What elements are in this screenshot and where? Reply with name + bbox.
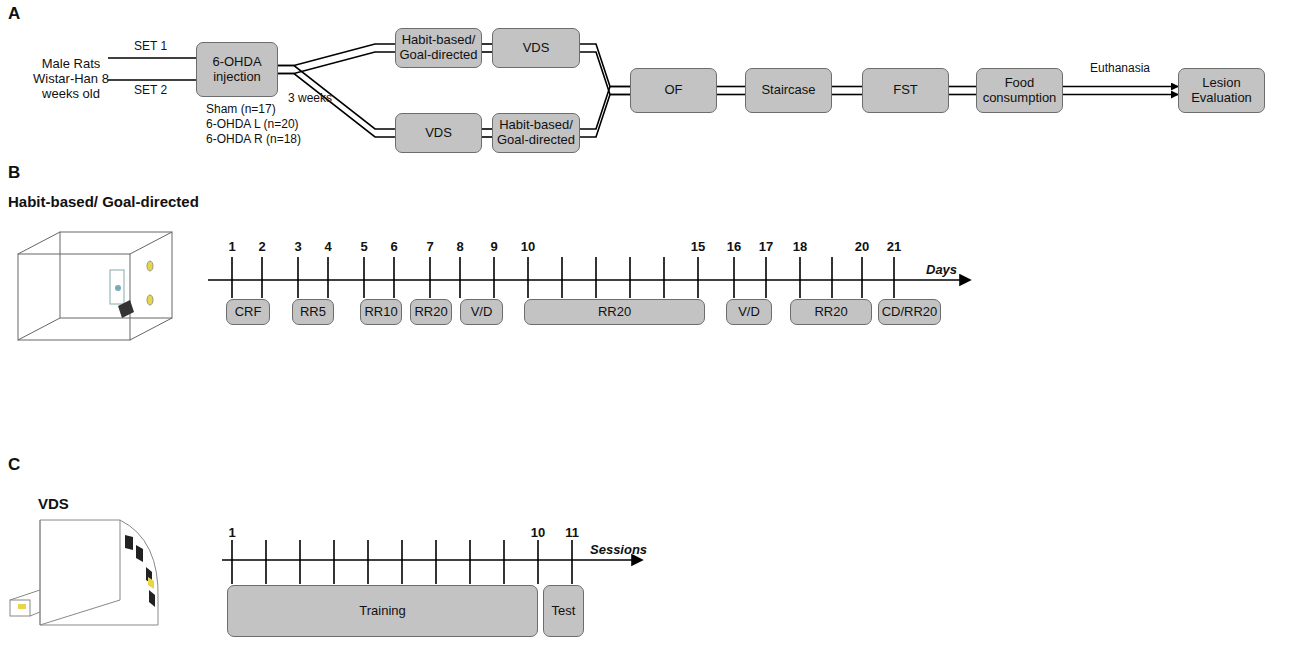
process-box: OF [630, 68, 717, 113]
tick-number: 7 [426, 240, 433, 255]
process-box: CD/RR20 [878, 299, 941, 325]
double-connector [832, 87, 862, 95]
box-text: FST [893, 83, 918, 98]
box-text: RR5 [300, 305, 326, 320]
process-box: Staircase [745, 68, 832, 113]
process-box: 6-OHDA injection [196, 42, 278, 97]
process-box: Training [227, 585, 538, 637]
box-text: RR20 [414, 305, 447, 320]
box-text: RR10 [364, 305, 397, 320]
process-box: RR20 [524, 299, 705, 325]
process-box: V/D [726, 299, 772, 325]
double-connector [580, 87, 630, 138]
process-box: Habit-based/ Goal-directed [395, 28, 482, 68]
box-text: Lesion Evaluation [1182, 76, 1261, 106]
box-text: 6-OHDA injection [200, 55, 274, 85]
box-text: CD/RR20 [882, 305, 938, 320]
text-label: Euthanasia [1090, 62, 1150, 76]
text-label: Days [926, 263, 957, 278]
box-text: VDS [523, 41, 550, 56]
double-connector [482, 44, 492, 52]
process-box: Lesion Evaluation [1178, 68, 1265, 113]
process-box: Test [543, 585, 584, 637]
process-box: VDS [492, 28, 580, 68]
process-box: V/D [460, 299, 503, 325]
tick-number: 3 [294, 240, 301, 255]
box-text: Habit-based/ Goal-directed [399, 33, 478, 63]
box-text: RR20 [814, 305, 847, 320]
tick-number: 21 [887, 240, 901, 255]
double-connector [482, 129, 492, 137]
box-text: Staircase [761, 83, 815, 98]
process-box: RR20 [410, 299, 452, 325]
box-text: Training [359, 604, 405, 619]
text-label: B [8, 163, 20, 183]
text-label: 6-OHDA R (n=18) [206, 133, 301, 147]
tick-number: 17 [759, 240, 773, 255]
double-connector [717, 87, 745, 95]
text-label: Sessions [590, 543, 647, 558]
tick-number: 5 [360, 240, 367, 255]
text-label: 6-OHDA L (n=20) [206, 118, 299, 132]
box-text: V/D [738, 305, 760, 320]
process-box: RR10 [360, 299, 402, 325]
text-label: Habit-based/ Goal-directed [8, 193, 199, 210]
process-box: Food consumption [976, 68, 1063, 113]
box-text: CRF [235, 305, 262, 320]
double-connector [1063, 87, 1178, 95]
process-box: VDS [395, 113, 482, 153]
process-box: CRF [226, 299, 270, 325]
box-text: OF [664, 83, 682, 98]
tick-number: 16 [727, 240, 741, 255]
process-box: RR20 [790, 299, 872, 325]
double-connector [949, 87, 976, 95]
tick-number: 6 [390, 240, 397, 255]
box-text: VDS [425, 126, 452, 141]
text-label: SET 1 [134, 40, 167, 54]
process-box: Habit-based/ Goal-directed [492, 113, 580, 153]
text-label: C [8, 455, 20, 475]
process-box: FST [862, 68, 949, 113]
text-label: A [8, 4, 20, 24]
tick-number: 9 [490, 240, 497, 255]
process-box: RR5 [292, 299, 334, 325]
double-connector [278, 44, 395, 74]
tick-number: 18 [793, 240, 807, 255]
tick-number: 11 [565, 526, 579, 541]
text-label: SET 2 [134, 84, 167, 98]
box-text: RR20 [598, 305, 631, 320]
text-label: 3 weeks [288, 92, 332, 106]
tick-number: 20 [855, 240, 869, 255]
box-text: V/D [471, 305, 493, 320]
text-label: Male Rats Wistar-Han 8 weeks old [32, 57, 110, 102]
tick-number: 15 [691, 240, 705, 255]
tick-number: 1 [228, 240, 235, 255]
text-label: Sham (n=17) [206, 103, 276, 117]
box-text: Food consumption [980, 76, 1059, 106]
box-text: Test [552, 604, 576, 619]
box-text: Habit-based/ Goal-directed [496, 118, 576, 148]
tick-number: 10 [531, 526, 545, 541]
text-label: VDS [38, 495, 69, 512]
tick-number: 8 [456, 240, 463, 255]
tick-number: 4 [324, 240, 331, 255]
tick-number: 2 [258, 240, 265, 255]
tick-number: 10 [521, 240, 535, 255]
tick-number: 1 [228, 526, 235, 541]
